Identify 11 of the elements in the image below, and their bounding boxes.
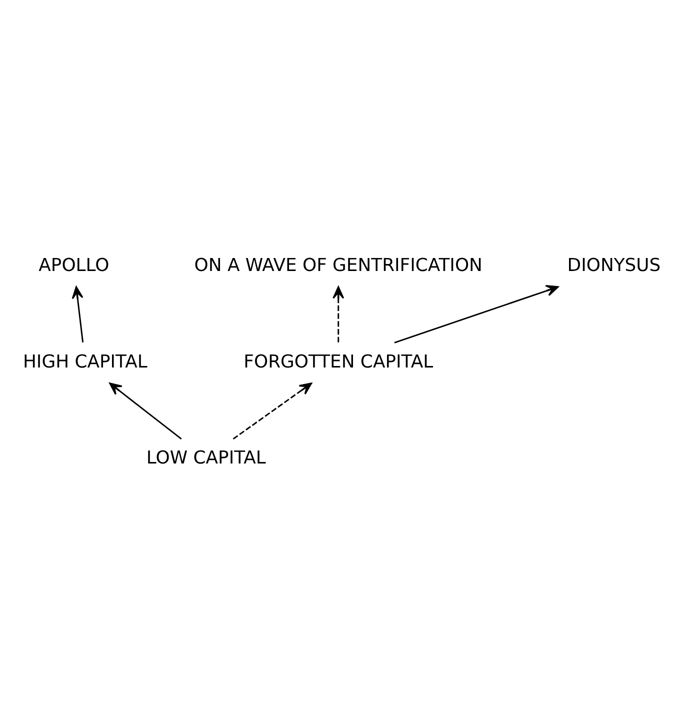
node-text: APOLLO — [38, 254, 110, 276]
arrow — [394, 285, 559, 344]
arrow — [109, 382, 182, 440]
node-text: LOW CAPITAL — [146, 448, 266, 469]
node-text: HIGH CAPITAL — [22, 351, 148, 372]
node-text: ON A WAVE OF GENTRIFICATION — [194, 254, 482, 276]
arrow — [232, 382, 312, 440]
arrow — [72, 286, 84, 342]
arrow — [332, 286, 344, 342]
node-text: DIONYSUS — [567, 254, 661, 276]
node-text: FORGOTTEN CAPITAL — [244, 351, 434, 372]
